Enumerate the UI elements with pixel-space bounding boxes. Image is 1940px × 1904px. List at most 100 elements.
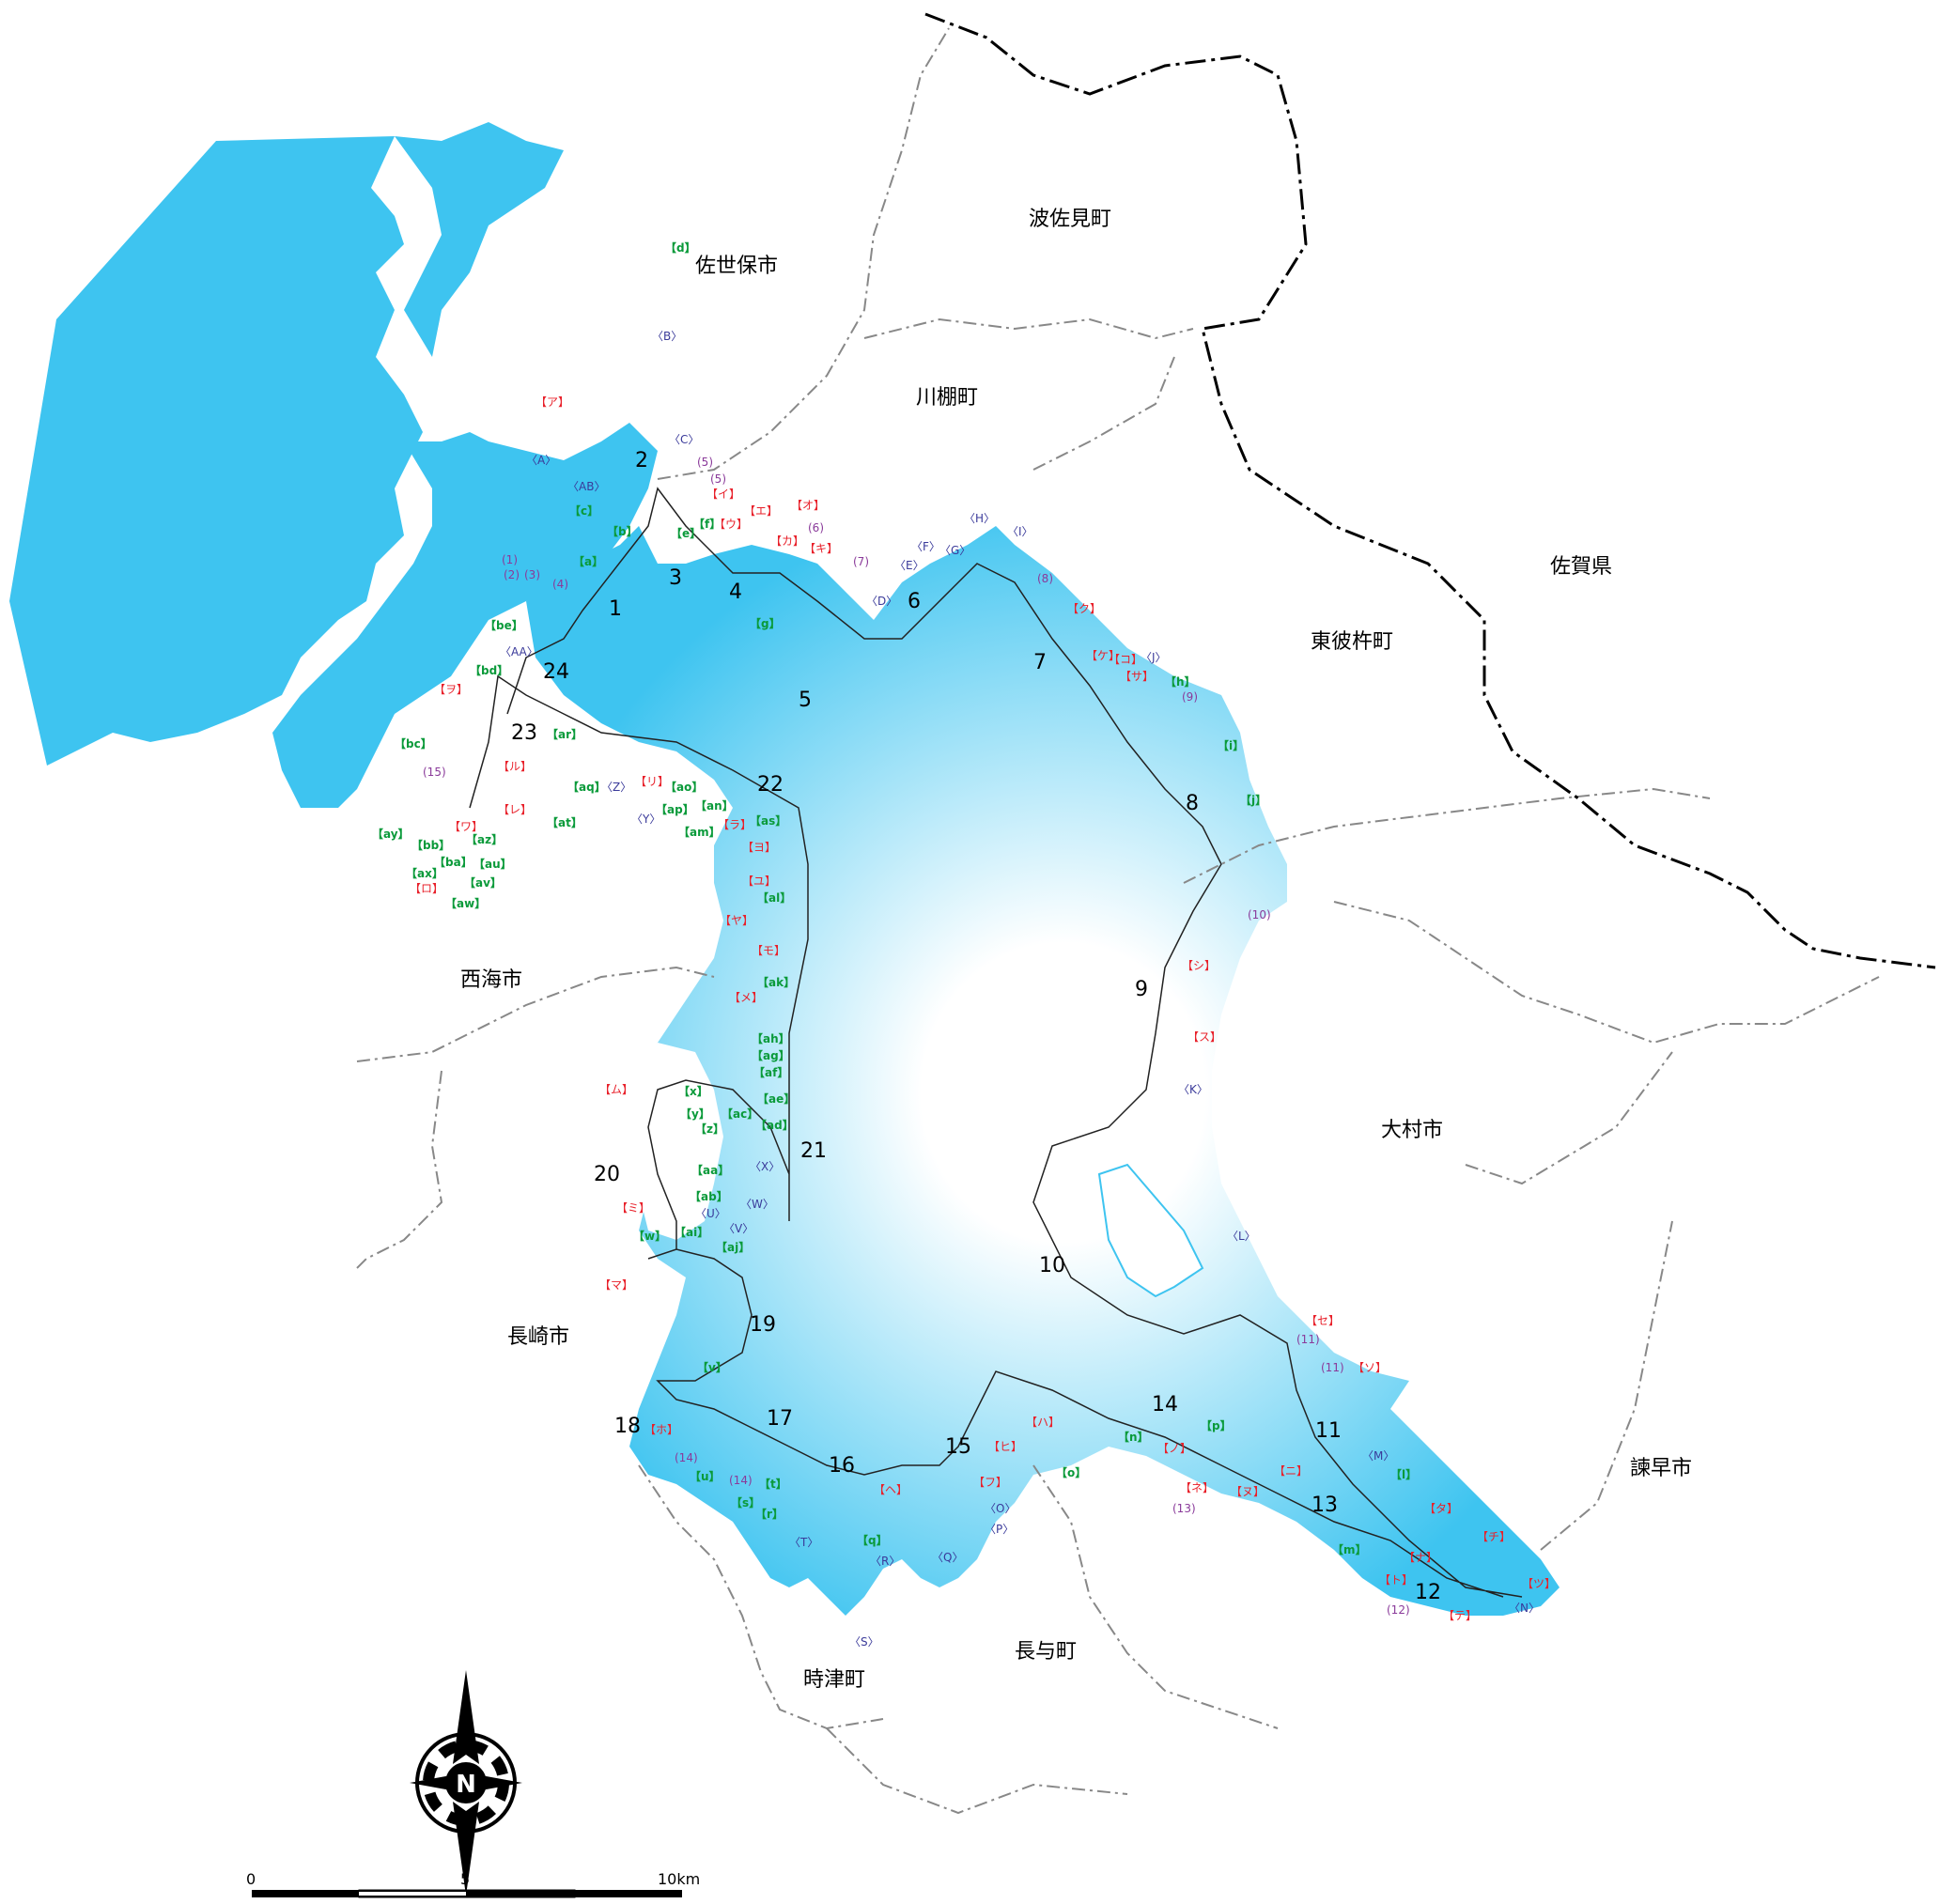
map-label: 【ヒ】 <box>988 1440 1022 1453</box>
map-label: 〈M〉 <box>1362 1449 1394 1463</box>
map-label: 【u】 <box>690 1469 721 1483</box>
segment-number: 6 <box>908 590 921 613</box>
map-label: (1) <box>502 553 518 566</box>
map-label: 【am】 <box>678 825 721 839</box>
map-label: (12) <box>1387 1603 1410 1617</box>
map-label: 【オ】 <box>791 499 825 512</box>
compass-label: N <box>456 1771 476 1799</box>
segment-number: 15 <box>945 1435 971 1459</box>
map-label: (11) <box>1296 1333 1320 1346</box>
labels-purple: (1) (2) (3) (4) (5) (5) (6) (7) (8) (9) … <box>423 456 1410 1617</box>
map-label: 【ホ】 <box>644 1423 678 1436</box>
map-label: 【ai】 <box>675 1225 708 1239</box>
map-label: 【q】 <box>857 1533 888 1547</box>
map-label: 〈W〉 <box>740 1198 774 1211</box>
map-label: 【ah】 <box>752 1031 790 1045</box>
map-label: 【エ】 <box>744 504 778 518</box>
map-label: 【ケ】 <box>1086 649 1120 662</box>
map-label: 【ay】 <box>372 827 410 841</box>
map-label: 〈A〉 <box>526 454 556 467</box>
segment-number: 7 <box>1033 651 1047 674</box>
map-label: 【ar】 <box>547 727 582 741</box>
map-label: 〈F〉 <box>911 540 940 553</box>
map-label: 【セ】 <box>1306 1314 1340 1327</box>
segment-number: 8 <box>1186 792 1199 815</box>
north-arrow-icon: N <box>410 1670 522 1896</box>
map-label: (5) <box>697 456 713 469</box>
segment-number: 20 <box>594 1163 620 1186</box>
segment-number: 11 <box>1315 1419 1342 1443</box>
map-label: 【r】 <box>755 1507 784 1521</box>
map-label: 【f】 <box>693 517 721 531</box>
map-label: 【ハ】 <box>1026 1416 1060 1429</box>
map-label: 【s】 <box>731 1495 760 1509</box>
label-sasebo: 佐世保市 <box>695 255 778 278</box>
map-label: 【ツ】 <box>1522 1577 1556 1590</box>
prefecture-boundary <box>924 12 1936 969</box>
map-label: 【o】 <box>1056 1465 1086 1479</box>
map-label: 【ad】 <box>755 1118 794 1132</box>
map-label: 【ア】 <box>535 395 569 409</box>
map-label: 【チ】 <box>1477 1530 1511 1543</box>
map-label: 〈U〉 <box>695 1207 726 1220</box>
map-label: (9) <box>1182 690 1198 704</box>
map-label: 【as】 <box>750 813 786 828</box>
map-label: 〈C〉 <box>669 433 699 446</box>
label-omura: 大村市 <box>1381 1119 1443 1142</box>
map-label: 【an】 <box>695 798 734 813</box>
map-label: 〈E〉 <box>894 559 924 572</box>
segment-number: 19 <box>750 1313 776 1337</box>
label-hasami: 波佐見町 <box>1029 208 1111 231</box>
map-label: (8) <box>1037 572 1053 585</box>
map-label: 【レ】 <box>498 803 532 816</box>
scale-tick: 5 <box>460 1870 470 1888</box>
map-label: 【ag】 <box>752 1048 790 1062</box>
segment-number: 23 <box>511 721 537 745</box>
map-label: 【t】 <box>759 1477 787 1491</box>
segment-number: 22 <box>757 773 784 797</box>
segment-number: 9 <box>1135 978 1148 1001</box>
map-label: 【al】 <box>757 890 791 905</box>
map-label: (14) <box>729 1474 753 1487</box>
map-label: 【マ】 <box>599 1278 633 1292</box>
map-label: 【ヘ】 <box>874 1483 908 1496</box>
map-label: 【モ】 <box>752 944 785 957</box>
map-label: 【w】 <box>633 1229 666 1243</box>
map-label: 【ネ】 <box>1180 1481 1214 1494</box>
map-label: 【ノ】 <box>1157 1442 1191 1455</box>
segment-number: 24 <box>543 660 569 684</box>
map-label: 〈B〉 <box>652 330 682 343</box>
map-label: 【b】 <box>607 524 638 538</box>
map-label: 【m】 <box>1332 1542 1367 1556</box>
segment-numbers: 1 2 3 4 5 6 7 8 9 10 11 12 13 14 15 16 1… <box>511 449 1441 1604</box>
map-label: 〈L〉 <box>1227 1230 1256 1243</box>
map-label: 【ヤ】 <box>720 914 753 927</box>
map-label: 【aq】 <box>567 780 606 794</box>
map-label: (10) <box>1248 908 1271 921</box>
map-label: 〈AB〉 <box>567 480 605 493</box>
map-label: 【x】 <box>678 1084 708 1098</box>
map-label: 〈AA〉 <box>500 645 538 658</box>
label-isahaya: 諫早市 <box>1630 1457 1692 1480</box>
map-label: 【ク】 <box>1067 602 1101 615</box>
map-label: 〈J〉 <box>1141 651 1167 664</box>
municipal-boundaries <box>356 27 1880 1815</box>
map-label: (3) <box>524 568 540 581</box>
label-kawatana: 川棚町 <box>916 386 978 410</box>
map-label: 【ユ】 <box>742 875 776 888</box>
map-label: 【ae】 <box>757 1091 795 1106</box>
map-label: (13) <box>1172 1502 1196 1515</box>
map-label: 【au】 <box>473 857 512 871</box>
map-label: 【ak】 <box>757 975 795 989</box>
map-label: 〈Z〉 <box>601 781 631 794</box>
map-label: 【ミ】 <box>616 1201 650 1215</box>
map-label: 〈P〉 <box>985 1523 1014 1536</box>
map-label: 〈N〉 <box>1509 1602 1540 1615</box>
label-saikai: 西海市 <box>460 968 522 992</box>
map-label: 【リ】 <box>635 775 669 788</box>
map-label: 【bc】 <box>395 736 432 751</box>
west-peninsula <box>639 1043 723 1240</box>
map-label: 【ap】 <box>656 802 694 816</box>
